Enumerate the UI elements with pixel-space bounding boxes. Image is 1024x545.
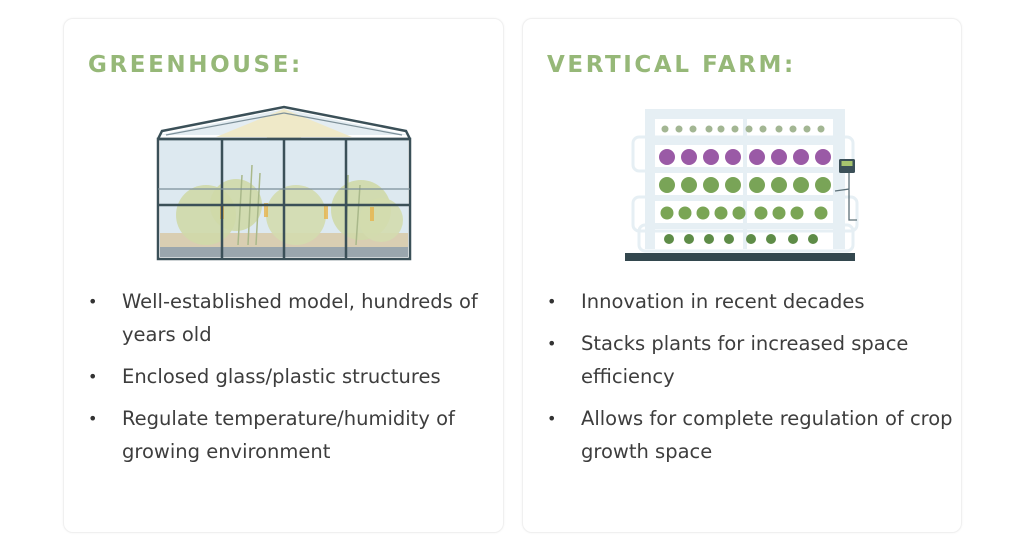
vertical-farm-card: VERTICAL FARM: — [522, 18, 962, 533]
bullet-icon: • — [88, 367, 98, 386]
bullet-icon: • — [547, 409, 557, 428]
bullet-icon: • — [547, 334, 557, 353]
vertical-farm-illustration-icon — [625, 105, 865, 263]
greenhouse-title: GREENHOUSE: — [88, 52, 303, 78]
bullet-item: •Innovation in recent decades — [545, 285, 955, 318]
vertical-farm-bullet-list: •Innovation in recent decades •Stacks pl… — [545, 285, 955, 477]
bullet-item: •Allows for complete regulation of crop … — [545, 402, 955, 468]
bullet-item: •Stacks plants for increased space effic… — [545, 327, 955, 393]
bullet-item: •Regulate temperature/humidity of growin… — [86, 402, 496, 468]
vertical-farm-title: VERTICAL FARM: — [547, 52, 796, 78]
bullet-icon: • — [88, 292, 98, 311]
bullet-item: •Enclosed glass/plastic structures — [86, 360, 496, 393]
greenhouse-bullet-list: •Well-established model, hundreds of yea… — [86, 285, 496, 477]
bullet-icon: • — [88, 409, 98, 428]
bullet-item: •Well-established model, hundreds of yea… — [86, 285, 496, 351]
bullet-icon: • — [547, 292, 557, 311]
greenhouse-card: GREENHOUSE: — [63, 18, 504, 533]
greenhouse-illustration-icon — [156, 105, 412, 263]
